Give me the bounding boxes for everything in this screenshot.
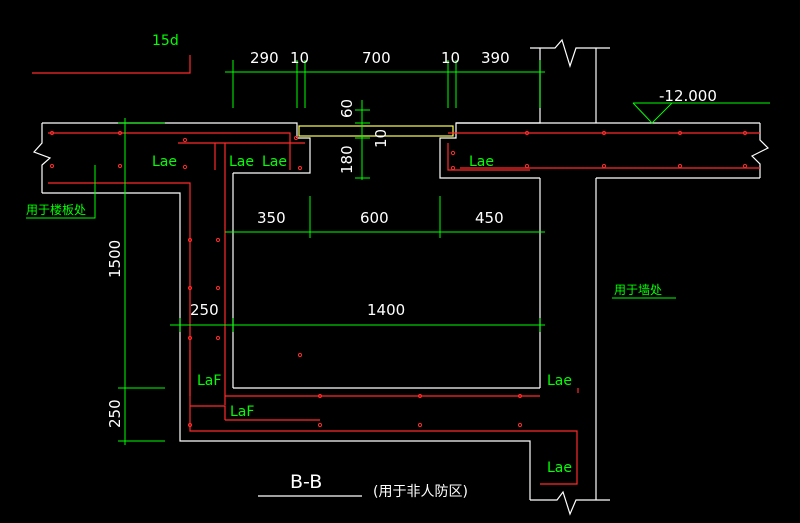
dim-450: 450 [475,209,504,227]
lae-label-lower-right: Lae [547,460,572,476]
concrete-outline [32,38,770,516]
dim-700: 700 [362,49,391,67]
note-slab: 用于楼板处 [26,202,86,217]
section-title: B-B [290,471,322,493]
dim-180: 180 [338,145,356,174]
dim-290: 290 [250,49,279,67]
rebar-dots [49,130,748,428]
dim-10-right: 10 [441,49,460,67]
note-wall: 用于墙处 [614,283,662,297]
dim-250-width: 250 [190,301,219,319]
title-block: B-B (用于非人防区) [258,471,468,500]
lae-label-mid2: Lae [262,154,287,170]
laf-label-lower: LaF [230,404,254,420]
dim-10-left: 10 [290,49,309,67]
lae-label-right: Lae [469,154,494,170]
elevation-label: -12.000 [659,87,717,105]
laf-label-upper: LaF [197,373,221,389]
hook-label: 15d [152,33,179,49]
lae-label-bottom-right: Lae [547,373,572,389]
lae-label-left: Lae [152,154,177,170]
dimension-lines [26,60,770,445]
dim-600: 600 [360,209,389,227]
lae-label-mid1: Lae [229,154,254,170]
dim-390: 390 [481,49,510,67]
dim-60: 60 [338,99,356,118]
rebar-lines [32,55,760,485]
dim-350: 350 [257,209,286,227]
section-subtitle: (用于非人防区) [373,484,468,500]
cover-plate [298,125,454,137]
dim-250-vert: 250 [106,399,124,428]
dim-1400: 1400 [367,301,405,319]
dim-10-vert: 10 [372,129,390,148]
dim-1500: 1500 [106,240,124,278]
